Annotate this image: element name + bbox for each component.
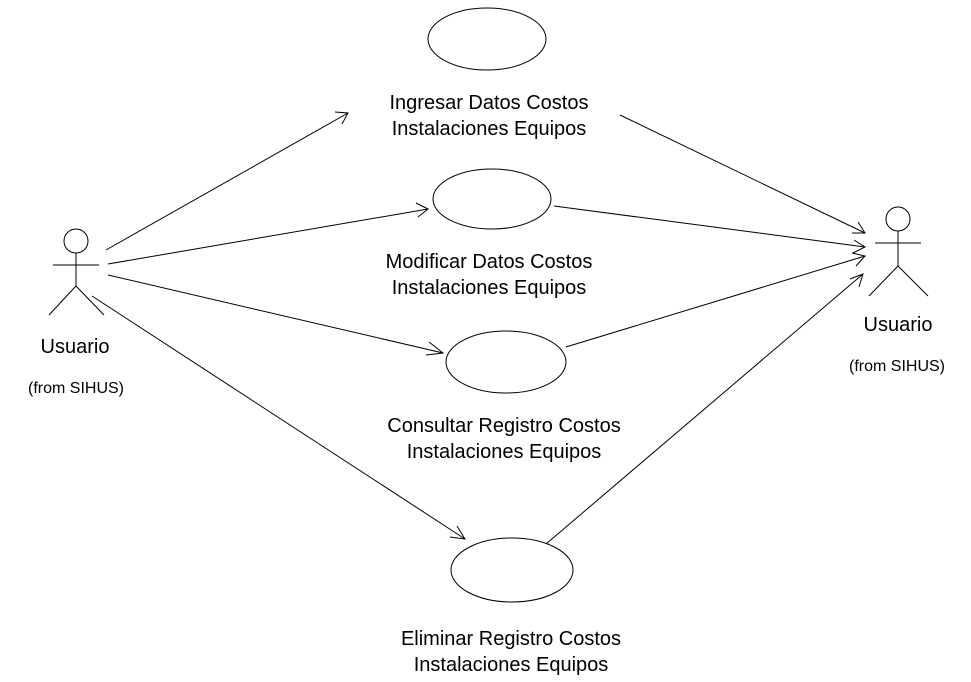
use-case-label-modificar: Modificar Datos Costos Instalaciones Equ… (385, 251, 593, 299)
association-ingresar-right (619, 114, 866, 234)
actor-right-name: Usuario (863, 314, 933, 336)
association-left-consultar (107, 274, 445, 356)
actor-left-name: Usuario (40, 336, 110, 358)
use-case-eliminar[interactable] (450, 537, 574, 603)
association-left-ingresar (105, 111, 349, 251)
association-left-modificar (107, 202, 429, 265)
association-modificar-right (553, 205, 867, 254)
use-case-label-ingresar: Ingresar Datos Costos Instalaciones Equi… (389, 92, 589, 140)
use-case-label-consultar: Consultar Registro Costos Instalaciones … (387, 415, 621, 463)
use-case-label-eliminar: Eliminar Registro Costos Instalaciones E… (400, 628, 622, 676)
actor-left-from: (from SIHUS) (28, 380, 124, 397)
association-left-eliminar (91, 295, 466, 540)
actor-right-figure[interactable] (868, 206, 929, 297)
association-consultar-right (565, 252, 866, 348)
actor-left-figure[interactable] (48, 228, 105, 316)
actor-right-from: (from SIHUS) (849, 358, 945, 375)
use-case-modificar[interactable] (432, 168, 552, 230)
use-case-ingresar[interactable] (427, 7, 547, 71)
association-eliminar-right (545, 273, 864, 545)
use-case-consultar[interactable] (445, 330, 567, 394)
